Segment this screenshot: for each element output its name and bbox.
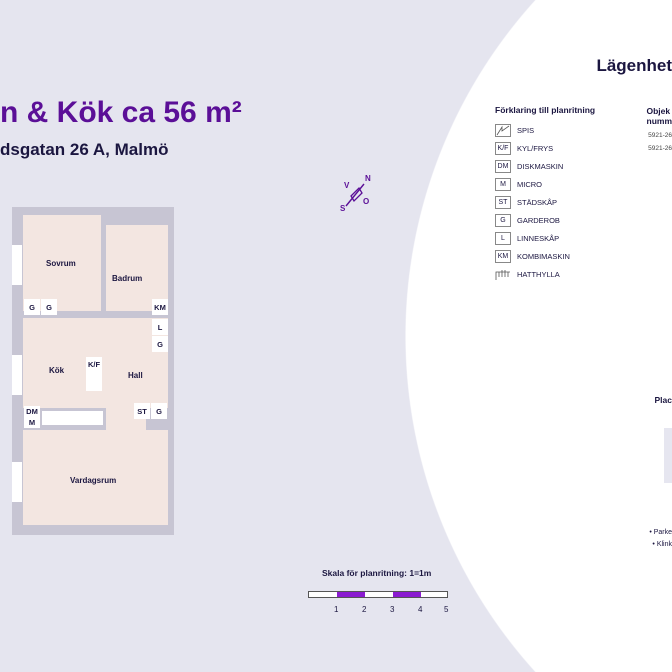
- compass-v: V: [344, 181, 350, 190]
- compass-o: O: [363, 197, 370, 206]
- scale-tick: 5: [444, 605, 449, 614]
- fixture-garderob: G: [152, 336, 168, 352]
- label-hall: Hall: [128, 371, 143, 380]
- page-title: n & Kök ca 56 m²: [0, 96, 242, 129]
- fixture-kylfrys: K/F: [86, 357, 102, 391]
- legend-code: KM: [495, 250, 511, 263]
- legend-item: K/F KYL/FRYS: [495, 142, 553, 155]
- placement-note: • Parke: [649, 529, 672, 536]
- legend-code: ST: [495, 196, 511, 209]
- compass: N S V O: [338, 174, 374, 213]
- fixture-garderob: G: [24, 299, 40, 315]
- placement-title: Plac: [654, 395, 672, 405]
- floor-plan: Sovrum Badrum Kök Hall Vardagsrum G G KM…: [12, 207, 174, 535]
- scale-tick: 3: [390, 605, 395, 614]
- placement-map: [664, 428, 672, 483]
- scale-tick: 2: [362, 605, 367, 614]
- label-sovrum: Sovrum: [46, 259, 76, 268]
- legend-label: HATTHYLLA: [517, 270, 560, 279]
- scale-tick: 1: [334, 605, 339, 614]
- label-vardagsrum: Vardagsrum: [70, 476, 117, 485]
- legend-code: DM: [495, 160, 511, 173]
- window: [12, 462, 22, 502]
- label-kok: Kök: [49, 366, 65, 375]
- scale-bar: [308, 591, 448, 598]
- legend-label: MICRO: [517, 180, 542, 189]
- placement-note: • Klink: [652, 541, 672, 548]
- legend-label: DISKMASKIN: [517, 162, 564, 171]
- legend-item: L LINNESKÅP: [495, 232, 559, 245]
- room-badrum: [106, 225, 168, 311]
- window: [12, 355, 22, 395]
- compass-icon: [345, 183, 365, 207]
- fixture-diskmaskin: DM: [24, 406, 40, 417]
- compass-s: S: [340, 204, 346, 213]
- room-vardagsrum: [23, 430, 168, 525]
- fixture-micro: M: [24, 417, 40, 428]
- scale-tick: 4: [418, 605, 423, 614]
- object-number: 5921-26: [648, 132, 672, 139]
- window: [12, 245, 22, 285]
- legend-label: KYL/FRYS: [517, 144, 554, 153]
- legend-title: Förklaring till planritning: [495, 105, 596, 115]
- legend-label: LINNESKÅP: [517, 234, 560, 243]
- legend-code: G: [495, 214, 511, 227]
- object-number: 5921-26: [648, 145, 672, 152]
- legend-item: SPIS: [495, 124, 534, 137]
- stove-icon: [495, 124, 511, 137]
- legend-label: STÄDSKÅP: [517, 198, 558, 207]
- legend-label: KOMBIMASKIN: [517, 252, 570, 261]
- kitchen-counter: [42, 411, 103, 425]
- fixture-garderob: G: [151, 403, 167, 419]
- legend-code: L: [495, 232, 511, 245]
- section-title: Lägenhet: [596, 56, 672, 75]
- address: dsgatan 26 A, Malmö: [0, 140, 169, 159]
- scale-title: Skala för planritning: 1=1m: [322, 568, 432, 578]
- hat-shelf-icon: [495, 268, 511, 281]
- legend-item: HATTHYLLA: [495, 268, 560, 281]
- legend-code: K/F: [495, 142, 511, 155]
- room-sovrum: [23, 215, 101, 311]
- compass-n: N: [365, 174, 371, 183]
- fixture-garderob: G: [41, 299, 57, 315]
- label-badrum: Badrum: [112, 274, 143, 283]
- legend-item: M MICRO: [495, 178, 542, 191]
- scale-segment: [337, 592, 365, 597]
- legend-label: SPIS: [517, 126, 535, 135]
- legend-label: GARDEROB: [517, 216, 560, 225]
- legend-item: KM KOMBIMASKIN: [495, 250, 570, 263]
- fixture-stadskap: ST: [134, 403, 150, 419]
- scale-segment: [393, 592, 421, 597]
- legend-item: G GARDEROB: [495, 214, 560, 227]
- object-title-line: numm: [646, 116, 672, 126]
- fixture-linneskap: L: [152, 319, 168, 335]
- legend-item: ST STÄDSKÅP: [495, 196, 557, 209]
- legend-item: DM DISKMASKIN: [495, 160, 563, 173]
- legend-code: M: [495, 178, 511, 191]
- object-title-line: Objek: [646, 106, 671, 116]
- fixture-kombimaskin: KM: [152, 299, 168, 315]
